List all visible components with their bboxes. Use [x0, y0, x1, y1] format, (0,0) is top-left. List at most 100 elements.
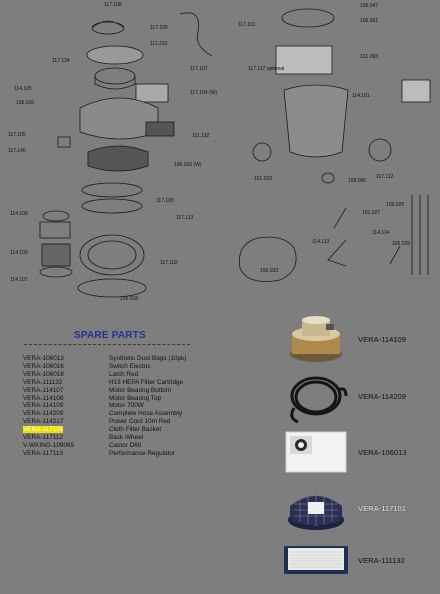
hepa-filter-part-label: VERA-111132	[358, 556, 405, 565]
hepa-filter-photo	[284, 546, 348, 574]
part-label-117101: 117.101	[238, 22, 256, 28]
part-code: VERA-106016	[23, 362, 64, 370]
part-label-106029: 106.029	[392, 241, 410, 247]
part-code-highlighted: VERA-117101	[23, 426, 64, 434]
motor-part-label: VERA-114109	[358, 335, 406, 344]
part-label-117140: 117.140	[8, 148, 26, 154]
svg-text:106.018: 106.018	[120, 296, 138, 302]
svg-text:117.140: 117.140	[8, 148, 26, 154]
part-label-101093: 101.093	[360, 54, 378, 60]
svg-text:106.033: 106.033	[260, 268, 278, 274]
hose-part-label: VERA-114209	[358, 392, 406, 401]
svg-text:106.029: 106.029	[386, 202, 404, 208]
part-label-106047: 106.047	[360, 3, 378, 9]
part-code: VERA-106013	[23, 355, 64, 362]
svg-text:117.105: 117.105	[8, 132, 26, 138]
part-code: VERA-111132	[23, 378, 63, 386]
part-description: Synthetic Dust Bags (10pk)	[109, 355, 187, 362]
part-label-106033: 106.033	[260, 268, 278, 274]
list-item: VERA-114107 Motor Bearing Bottom	[23, 387, 223, 395]
part-label-106029-top: 106.029	[386, 202, 404, 208]
svg-text:106.029: 106.029	[392, 241, 410, 247]
part-label-109065: 109.065	[348, 178, 366, 184]
svg-text:117.107: 117.107	[190, 66, 208, 72]
part-label-106016: 106.016	[16, 100, 34, 106]
part-description: Motor 700W	[109, 402, 144, 410]
part-description: Motor Bearing Bottom	[109, 386, 172, 394]
exploded-parts-diagram: 117.108 117.109 111.310 117.124 117.107 …	[8, 2, 431, 302]
dust-bag-photo	[285, 431, 347, 473]
svg-text:117.104 (W): 117.104 (W)	[190, 90, 217, 96]
spare-parts-list: VERA-106013 Synthetic Dust Bags (10pk) VE…	[23, 355, 223, 458]
svg-text:114.107: 114.107	[10, 277, 28, 283]
dust-bag-part-label: VERA-106013	[358, 448, 407, 457]
part-label-117104: 117.104 (W)	[190, 90, 217, 96]
svg-text:117.101: 117.101	[238, 22, 256, 28]
svg-text:106.061: 106.061	[360, 18, 378, 24]
list-item: VERA-114109 Motor 700W	[23, 402, 223, 410]
svg-text:106.047: 106.047	[360, 3, 378, 9]
svg-text:117.102: 117.102	[160, 260, 178, 266]
part-label-106018: 106.018	[120, 296, 138, 302]
part-label-111310: 111.310	[150, 41, 168, 47]
title-divider	[24, 344, 190, 345]
svg-text:117.112: 117.112	[376, 174, 394, 180]
svg-text:106.016: 106.016	[16, 100, 34, 106]
part-label-117124: 117.124	[52, 58, 70, 64]
list-item: VERA-106013 Synthetic Dust Bags (10pk)	[23, 355, 223, 363]
svg-text:109.065: 109.065	[348, 178, 366, 184]
part-label-101029: 101.029	[254, 176, 272, 182]
part-label-117105: 117.105	[8, 132, 26, 138]
part-code: VERA-117112	[23, 434, 63, 442]
part-label-114101: 114.101	[352, 93, 370, 99]
part-code: VERA-114107	[23, 386, 64, 394]
motor-photo	[290, 316, 342, 362]
list-item-highlighted: VERA-117101 Cloth Filter Basket	[23, 426, 223, 434]
svg-text:117.117 optional: 117.117 optional	[248, 66, 284, 72]
svg-text:101.027: 101.027	[362, 210, 380, 216]
svg-text:111.132: 111.132	[192, 133, 210, 139]
part-label-101027: 101.027	[362, 210, 380, 216]
part-code: VERA-106018	[23, 370, 64, 378]
svg-text:114.114: 114.114	[372, 230, 390, 236]
part-code: VERA-114217	[23, 418, 64, 426]
list-item: VERA-114108 Motor Bearing Top	[23, 395, 223, 403]
svg-text:111.310: 111.310	[150, 41, 168, 47]
part-label-106061: 106.061	[360, 18, 378, 24]
part-label-117103: 117.103	[156, 198, 174, 204]
part-label-117112: 117.112	[376, 174, 394, 180]
part-label-117113: 117.113	[176, 215, 194, 221]
part-description: Performance Regulator	[109, 449, 176, 457]
svg-text:117.109: 117.109	[150, 25, 168, 31]
svg-text:117.124: 117.124	[52, 58, 70, 64]
part-label-114105: 114.105	[14, 86, 32, 92]
part-description: Motor Bearing Top	[109, 394, 162, 402]
svg-text:114.113: 114.113	[312, 239, 330, 245]
list-item: V-WKING-109065 Castor D60	[23, 442, 223, 450]
part-label-117109: 117.109	[150, 25, 168, 31]
part-code: VERA-114108	[23, 394, 64, 402]
part-label-117107: 117.107	[190, 66, 208, 72]
part-description: H13 HEPA Filter Cartridge	[109, 378, 184, 386]
part-label-114114: 114.114	[372, 230, 390, 236]
part-code: V-WKING-109065	[23, 441, 75, 449]
filter-basket-photo	[288, 492, 344, 530]
svg-text:114.105: 114.105	[14, 86, 32, 92]
part-label-114107: 114.107	[10, 277, 28, 283]
list-item: VERA-111132 H13 HEPA Filter Cartridge	[23, 379, 223, 387]
part-description: Castor D60	[109, 441, 142, 449]
svg-text:117.108: 117.108	[104, 2, 122, 8]
part-label-114109: 114.109	[10, 250, 28, 256]
part-label-117117: 117.117 optional	[248, 66, 284, 72]
svg-text:114.101: 114.101	[352, 93, 370, 99]
filter-basket-part-label: VERA-117101	[358, 504, 406, 513]
part-code: VERA-114109	[23, 402, 64, 410]
svg-text:101.093: 101.093	[360, 54, 378, 60]
part-description: Cloth Filter Basket	[109, 426, 162, 434]
svg-text:114.109: 114.109	[10, 250, 28, 256]
part-code: VERA-117113	[23, 449, 63, 457]
